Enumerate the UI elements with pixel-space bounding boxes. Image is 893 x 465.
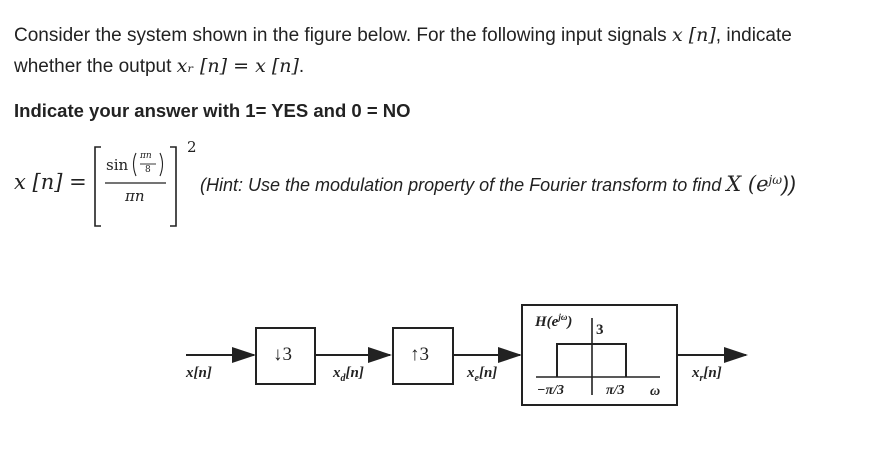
xd-sub: d — [340, 373, 346, 384]
xr-suffix: [n] — [703, 365, 722, 381]
hint-body: (Hint: Use the modulation property of th… — [200, 175, 727, 195]
hint-text: (Hint: Use the modulation property of th… — [200, 172, 796, 197]
denominator: πn — [125, 187, 145, 205]
filter-title-close: ) — [567, 314, 573, 330]
exponent: 2 — [187, 138, 197, 156]
input-label: x[n] — [186, 365, 212, 381]
lowpass-filter-block — [521, 304, 678, 406]
sin-func: sin — [106, 156, 129, 174]
hint-close: )) — [782, 173, 797, 196]
inner-numerator: πn — [140, 151, 152, 161]
question-line-1: Consider the system shown in the figure … — [14, 22, 792, 49]
filter-title-sup: jω — [558, 312, 568, 322]
xe-label: xe[n] — [467, 365, 497, 384]
hint-math-X: X (e — [726, 172, 769, 196]
output-label: xr[n] — [692, 365, 722, 384]
question-text-suffix: , indicate — [715, 25, 792, 46]
filter-left-cutoff: −π/3 — [537, 383, 565, 398]
answer-instruction: Indicate your answer with 1= YES and 0 =… — [14, 100, 411, 121]
filter-title-H: H(e — [535, 314, 559, 330]
xe-sub: e — [474, 373, 479, 384]
xr-var: x — [692, 365, 700, 381]
filter-gain: 3 — [596, 322, 604, 338]
omega-axis-label: ω — [650, 384, 661, 399]
question-line-2: whether the output xᵣ [n] = x [n]. — [14, 53, 304, 80]
xe-var: x — [467, 365, 475, 381]
upsample-label: ↑3 — [410, 344, 429, 365]
xd-label: xd[n] — [333, 365, 364, 384]
xr-sub: r — [699, 373, 704, 384]
math-output-equation: xᵣ [n] = x [n] — [176, 55, 299, 77]
formula-lhs: x [n] = — [14, 170, 87, 194]
inner-denominator: 8 — [145, 165, 151, 175]
downsampler-block: ↓3 — [255, 327, 316, 385]
filter-title: H(ejω) — [535, 312, 572, 331]
question-text: whether the output — [14, 56, 177, 77]
xd-suffix: [n] — [345, 365, 364, 381]
hint-math-sup: jω — [768, 173, 783, 187]
upsampler-block: ↑3 — [392, 327, 454, 385]
downsample-label: ↓3 — [273, 344, 292, 365]
question-text: Consider the system shown in the figure … — [14, 25, 672, 46]
period: . — [298, 56, 305, 77]
xe-suffix: [n] — [478, 365, 498, 381]
xd-var: x — [333, 365, 341, 381]
filter-right-cutoff: π/3 — [606, 383, 625, 398]
math-x-n: x [n] — [671, 24, 716, 46]
